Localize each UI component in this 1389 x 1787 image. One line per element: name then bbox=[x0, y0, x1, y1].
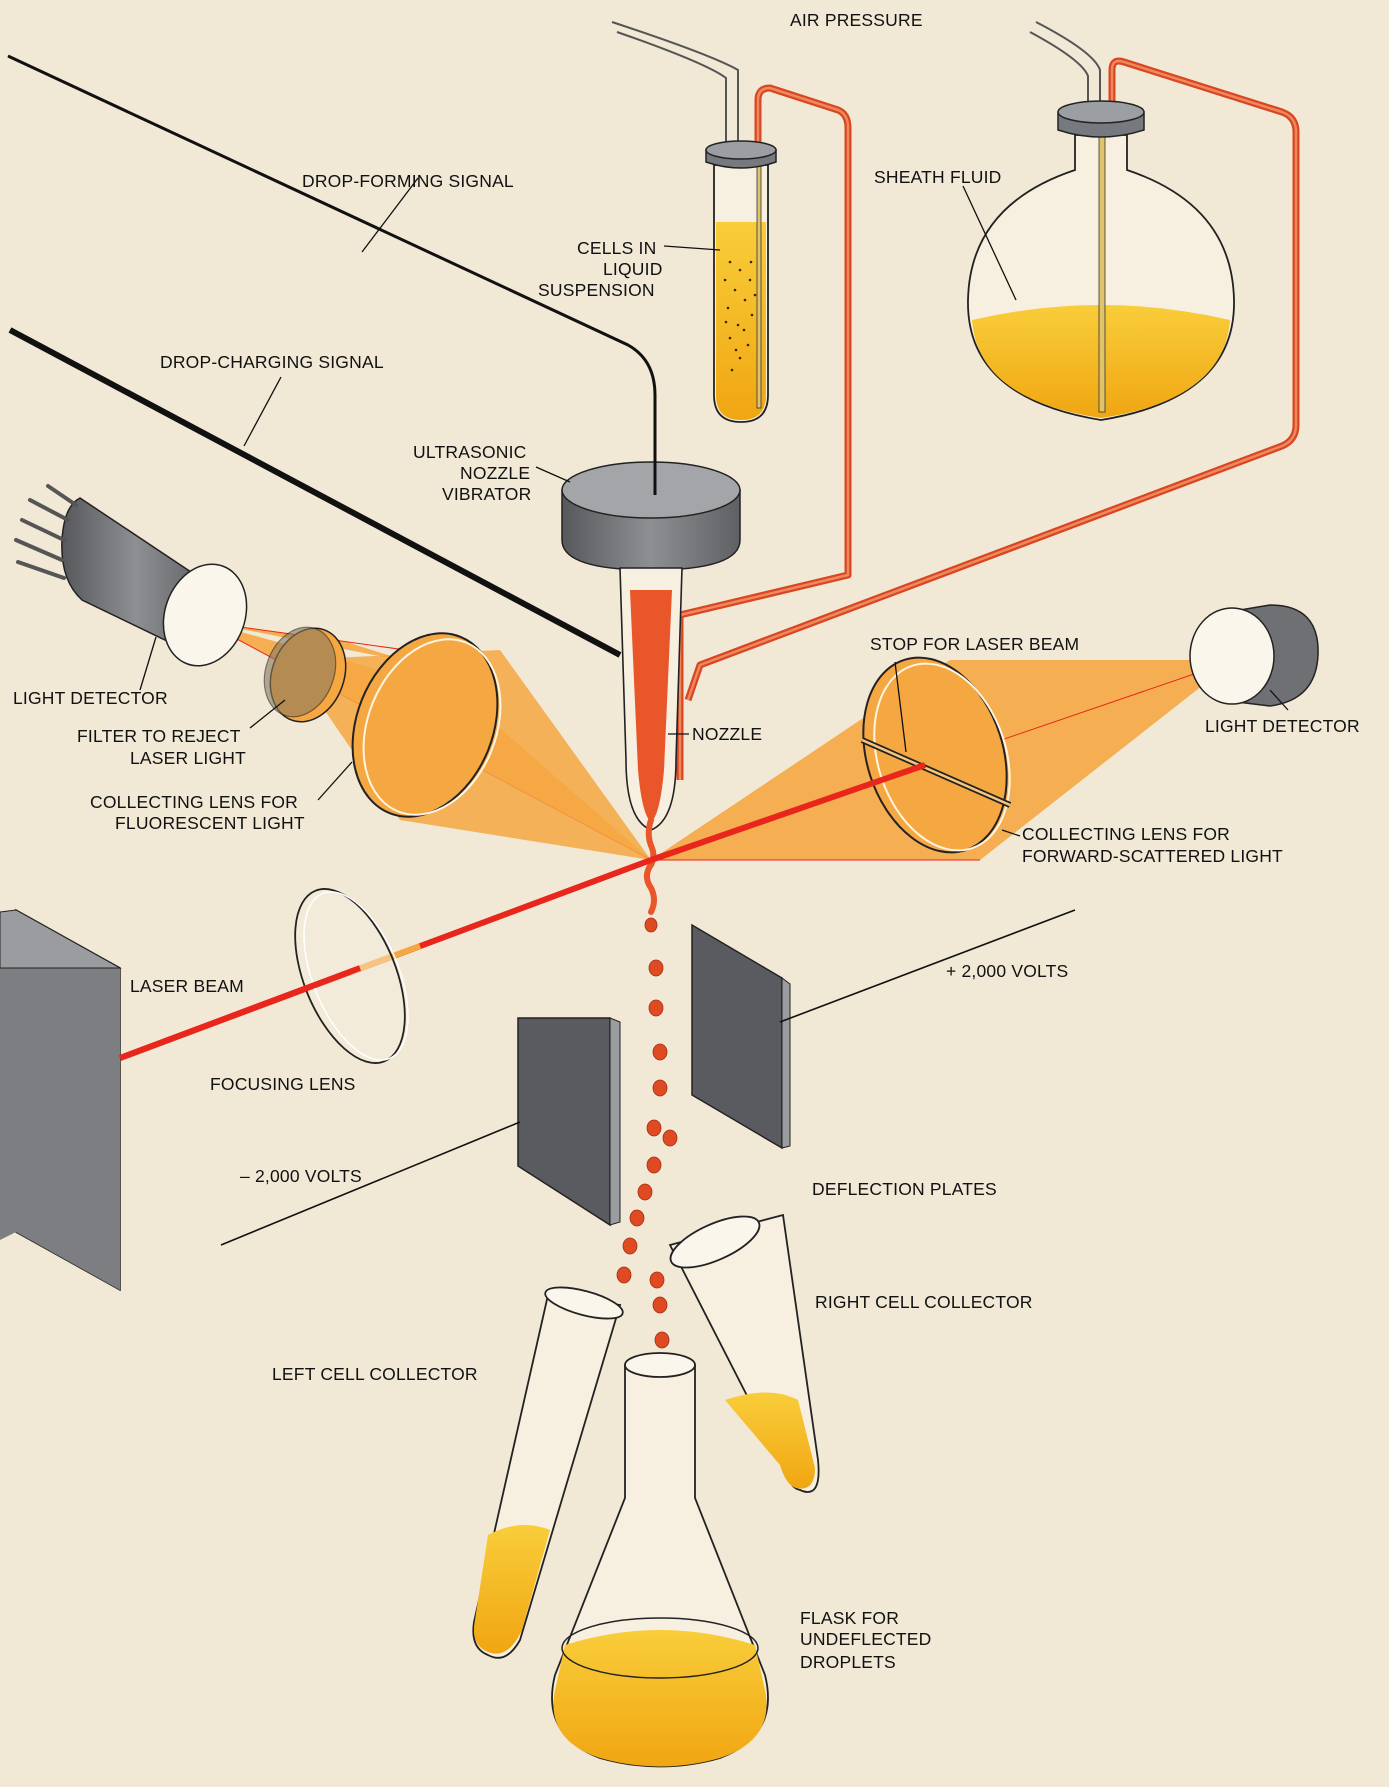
droplet bbox=[623, 1238, 637, 1254]
droplet bbox=[653, 1297, 667, 1313]
label-drop-forming-signal: DROP-FORMING SIGNAL bbox=[302, 171, 514, 191]
label-flask-for: FLASK FOR bbox=[800, 1608, 899, 1628]
label-focusing-lens: FOCUSING LENS bbox=[210, 1074, 356, 1094]
sample-test-tube bbox=[706, 141, 776, 422]
label-cells-suspension: SUSPENSION bbox=[538, 280, 655, 300]
droplet bbox=[617, 1267, 631, 1283]
label-forward-scattered-light: FORWARD-SCATTERED LIGHT bbox=[1022, 846, 1283, 866]
label-left-cell-collector: LEFT CELL COLLECTOR bbox=[272, 1364, 478, 1384]
droplet bbox=[638, 1184, 652, 1200]
label-ultrasonic-nozzle: NOZZLE bbox=[460, 463, 530, 483]
label-ultrasonic: ULTRASONIC bbox=[413, 442, 527, 462]
label-plus-2000-volts: + 2,000 VOLTS bbox=[946, 961, 1068, 981]
droplet bbox=[653, 1044, 667, 1060]
label-filter-laser-light: LASER LIGHT bbox=[130, 748, 246, 768]
label-light-detector-left: LIGHT DETECTOR bbox=[13, 688, 168, 708]
label-right-cell-collector: RIGHT CELL COLLECTOR bbox=[815, 1292, 1033, 1312]
droplet bbox=[647, 1157, 661, 1173]
label-drop-charging-signal: DROP-CHARGING SIGNAL bbox=[160, 352, 384, 372]
label-deflection-plates: DEFLECTION PLATES bbox=[812, 1179, 997, 1199]
label-flask-undeflected: UNDEFLECTED bbox=[800, 1629, 932, 1649]
laser-source bbox=[0, 910, 120, 1290]
right-light-detector bbox=[1190, 605, 1318, 706]
label-collecting-lens-fluorescent: COLLECTING LENS FOR bbox=[90, 792, 298, 812]
label-air-pressure: AIR PRESSURE bbox=[790, 10, 923, 30]
label-sheath-fluid: SHEATH FLUID bbox=[874, 167, 1002, 187]
label-minus-2000-volts: – 2,000 VOLTS bbox=[240, 1166, 362, 1186]
droplet bbox=[650, 1272, 664, 1288]
droplet bbox=[647, 1120, 661, 1136]
droplet bbox=[653, 1080, 667, 1096]
label-stop-laser-beam: STOP FOR LASER BEAM bbox=[870, 634, 1079, 654]
droplet bbox=[649, 960, 663, 976]
nozzle bbox=[620, 568, 682, 830]
droplet bbox=[655, 1332, 669, 1348]
label-cells-in: CELLS IN bbox=[577, 238, 656, 258]
label-ultrasonic-vibrator: VIBRATOR bbox=[442, 484, 531, 504]
droplet bbox=[645, 918, 657, 932]
droplet bbox=[663, 1130, 677, 1146]
label-nozzle: NOZZLE bbox=[692, 724, 762, 744]
label-cells-liquid: LIQUID bbox=[603, 259, 663, 279]
label-laser-beam: LASER BEAM bbox=[130, 976, 244, 996]
droplet bbox=[649, 1000, 663, 1016]
label-light-detector-right: LIGHT DETECTOR bbox=[1205, 716, 1360, 736]
label-collecting-lens-forward: COLLECTING LENS FOR bbox=[1022, 824, 1230, 844]
label-filter-reject: FILTER TO REJECT bbox=[77, 726, 241, 746]
label-flask-droplets: DROPLETS bbox=[800, 1652, 896, 1672]
label-fluorescent-light: FLUORESCENT LIGHT bbox=[115, 813, 305, 833]
droplet bbox=[630, 1210, 644, 1226]
